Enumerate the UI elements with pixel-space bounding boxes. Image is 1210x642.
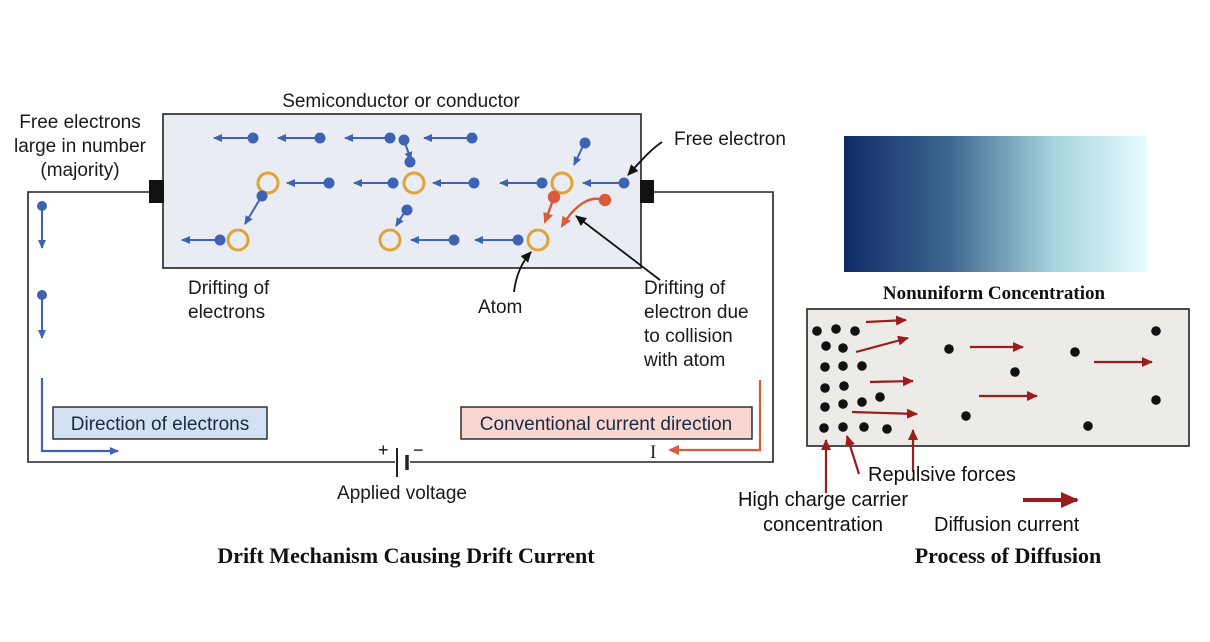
- collision-label-line1: Drifting of: [644, 278, 726, 299]
- charge-carriers: [812, 324, 1161, 434]
- direction-electrons-label: Direction of electrons: [71, 414, 249, 435]
- direction-electrons-box: [52, 406, 268, 440]
- collision-label-line4: with atom: [643, 350, 725, 371]
- free-electrons-label-line1: Free electrons: [19, 112, 140, 133]
- battery-symbol: [396, 448, 409, 477]
- high-concentration-label-line1: High charge carrier: [738, 489, 908, 511]
- collision-label-line2: electron due: [644, 302, 749, 323]
- atom: [378, 228, 402, 252]
- free-electron-label: Free electron: [674, 129, 786, 150]
- gradient-label: Nonuniform Concentration: [883, 283, 1106, 304]
- atom: [256, 171, 280, 195]
- conventional-current-arrow: [668, 380, 762, 455]
- right-terminal: [640, 180, 654, 203]
- diffusion-section: Nonuniform Concentration: [738, 136, 1190, 568]
- free-electrons-label-line3: (majority): [40, 160, 119, 181]
- conventional-current-label: Conventional current direction: [480, 414, 732, 435]
- atom: [550, 171, 574, 195]
- electron-flow-left: [37, 201, 119, 455]
- positive-sign: +: [378, 440, 389, 460]
- high-concentration-label-line2: concentration: [763, 514, 883, 536]
- current-symbol: I: [650, 442, 656, 463]
- atom: [526, 228, 550, 252]
- concentration-gradient-bar: [844, 136, 1147, 272]
- drifting-label-line1: Drifting of: [188, 278, 270, 299]
- drift-caption: Drift Mechanism Causing Drift Current: [217, 543, 595, 568]
- atom: [226, 228, 250, 252]
- circuit-wire: [27, 191, 774, 463]
- negative-sign: −: [413, 440, 424, 460]
- atom: [402, 171, 426, 195]
- callout-arrows: [513, 141, 663, 293]
- left-terminal: [149, 180, 164, 203]
- diffusion-current-label: Diffusion current: [934, 514, 1080, 536]
- collision-label-line3: to collision: [644, 326, 733, 347]
- collision-arrows: [543, 190, 612, 228]
- drift-section: + − I Direction of electrons Conventiona…: [14, 91, 786, 568]
- drifting-electrons: [181, 132, 630, 246]
- free-electrons-label-line2: large in number: [14, 136, 147, 157]
- applied-voltage-label: Applied voltage: [337, 483, 467, 504]
- conductor-label: Semiconductor or conductor: [282, 91, 520, 112]
- diffusion-arrows: [821, 315, 1153, 493]
- drifting-label-line2: electrons: [188, 302, 265, 323]
- atom-label: Atom: [478, 297, 522, 318]
- repulsive-forces-label: Repulsive forces: [868, 464, 1016, 486]
- diffusion-box: [806, 308, 1190, 447]
- atoms: [226, 171, 574, 252]
- diffusion-caption: Process of Diffusion: [915, 543, 1102, 568]
- conventional-current-box: [460, 406, 753, 440]
